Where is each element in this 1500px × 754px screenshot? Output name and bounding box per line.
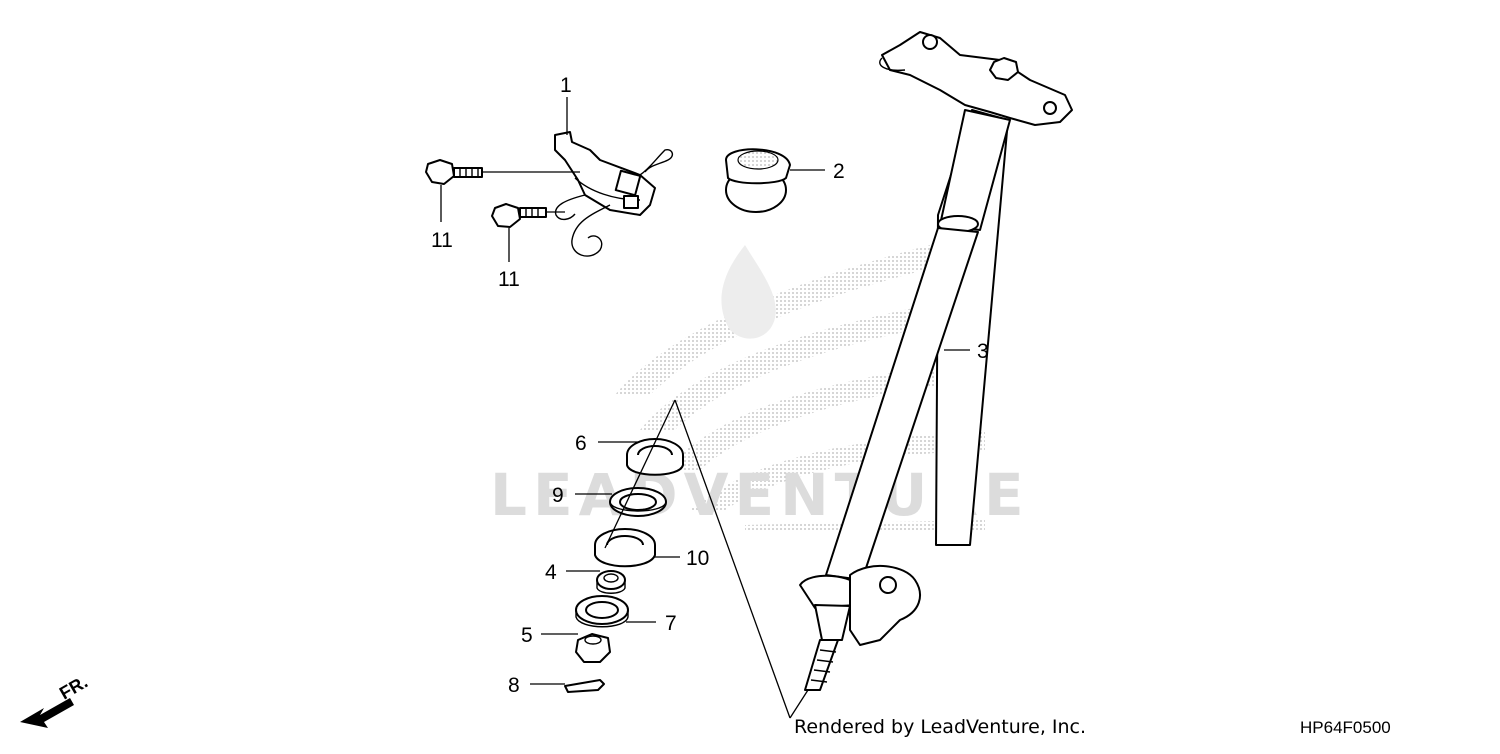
diagram-code: HP64F0500: [1300, 718, 1391, 737]
callout-4: 4: [545, 561, 557, 584]
front-label: FR.: [56, 672, 91, 704]
part-11-bolt-lower: [491, 203, 565, 228]
callout-5: 5: [521, 624, 533, 647]
part-11-bolt-upper: [425, 159, 580, 185]
part-6-bearing-upper: [626, 438, 684, 476]
callout-11-lower: 11: [498, 268, 520, 291]
callout-2: 2: [833, 160, 845, 183]
part-9-seal: [609, 487, 667, 517]
part-5-nut: [575, 633, 611, 663]
callout-8: 8: [508, 674, 520, 697]
callout-9: 9: [552, 484, 564, 507]
callout-1: 1: [560, 74, 572, 97]
part-2-grommet: [725, 148, 791, 213]
front-direction-arrow-icon: [20, 698, 74, 728]
leader-lines: [440, 97, 970, 719]
part-3-steering-shaft: [799, 31, 1073, 691]
callout-3: 3: [977, 340, 989, 363]
part-4-collar: [596, 570, 626, 594]
callout-10: 10: [686, 547, 709, 570]
render-credit: Rendered by LeadVenture, Inc.: [794, 716, 1087, 738]
callout-6: 6: [575, 432, 587, 455]
watermark-text: LEADVENTURE: [490, 461, 1030, 529]
part-10-bearing-lower: [594, 528, 656, 568]
part-7-bearing-bottom: [575, 595, 629, 628]
part-8-cotter-pin: [564, 679, 605, 693]
callout-11-upper: 11: [431, 229, 453, 252]
callout-7: 7: [665, 612, 677, 635]
part-1-cable-guide-bracket: [554, 131, 674, 257]
